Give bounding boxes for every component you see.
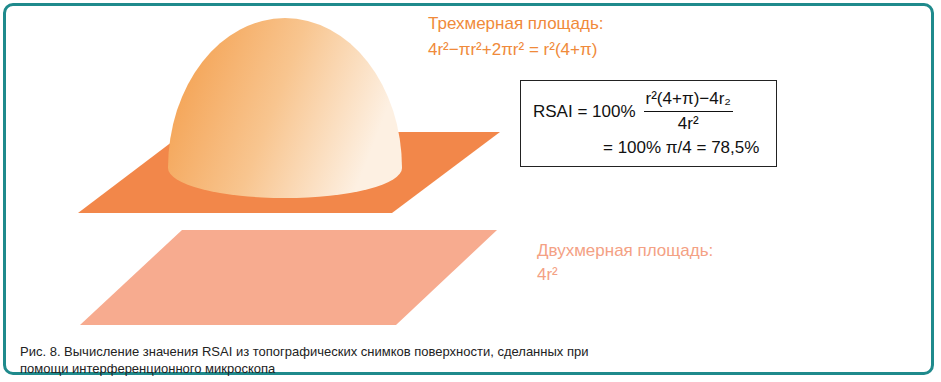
fraction-numerator: r²(4+π)−4r₂	[644, 89, 733, 112]
area-formula: 4r²−πr²+2πr² = r²(4+π)	[428, 40, 597, 60]
fraction: r²(4+π)−4r₂4r²	[644, 89, 733, 134]
figure-caption: Рис. 8. Вычисление значения RSAI из топо…	[20, 343, 640, 377]
formula-row: RSAI = 100% r²(4+π)−4r₂4r²	[533, 89, 762, 134]
hemisphere	[168, 18, 402, 198]
area-heading: Трехмерная площадь:	[428, 14, 604, 34]
formula-row: = 100% π/4 = 78,5%	[533, 138, 762, 158]
formula-result: = 100% π/4 = 78,5%	[603, 138, 759, 158]
area-heading: Двухмерная площадь:	[537, 241, 713, 261]
formula-box: RSAI = 100% r²(4+π)−4r₂4r² = 100% π/4 = 78…	[520, 80, 777, 167]
fraction-denominator: 4r²	[678, 112, 699, 134]
flat-plane	[80, 230, 497, 325]
area-formula: 4r²	[537, 265, 558, 285]
formula-text: RSAI = 100%	[533, 102, 636, 122]
